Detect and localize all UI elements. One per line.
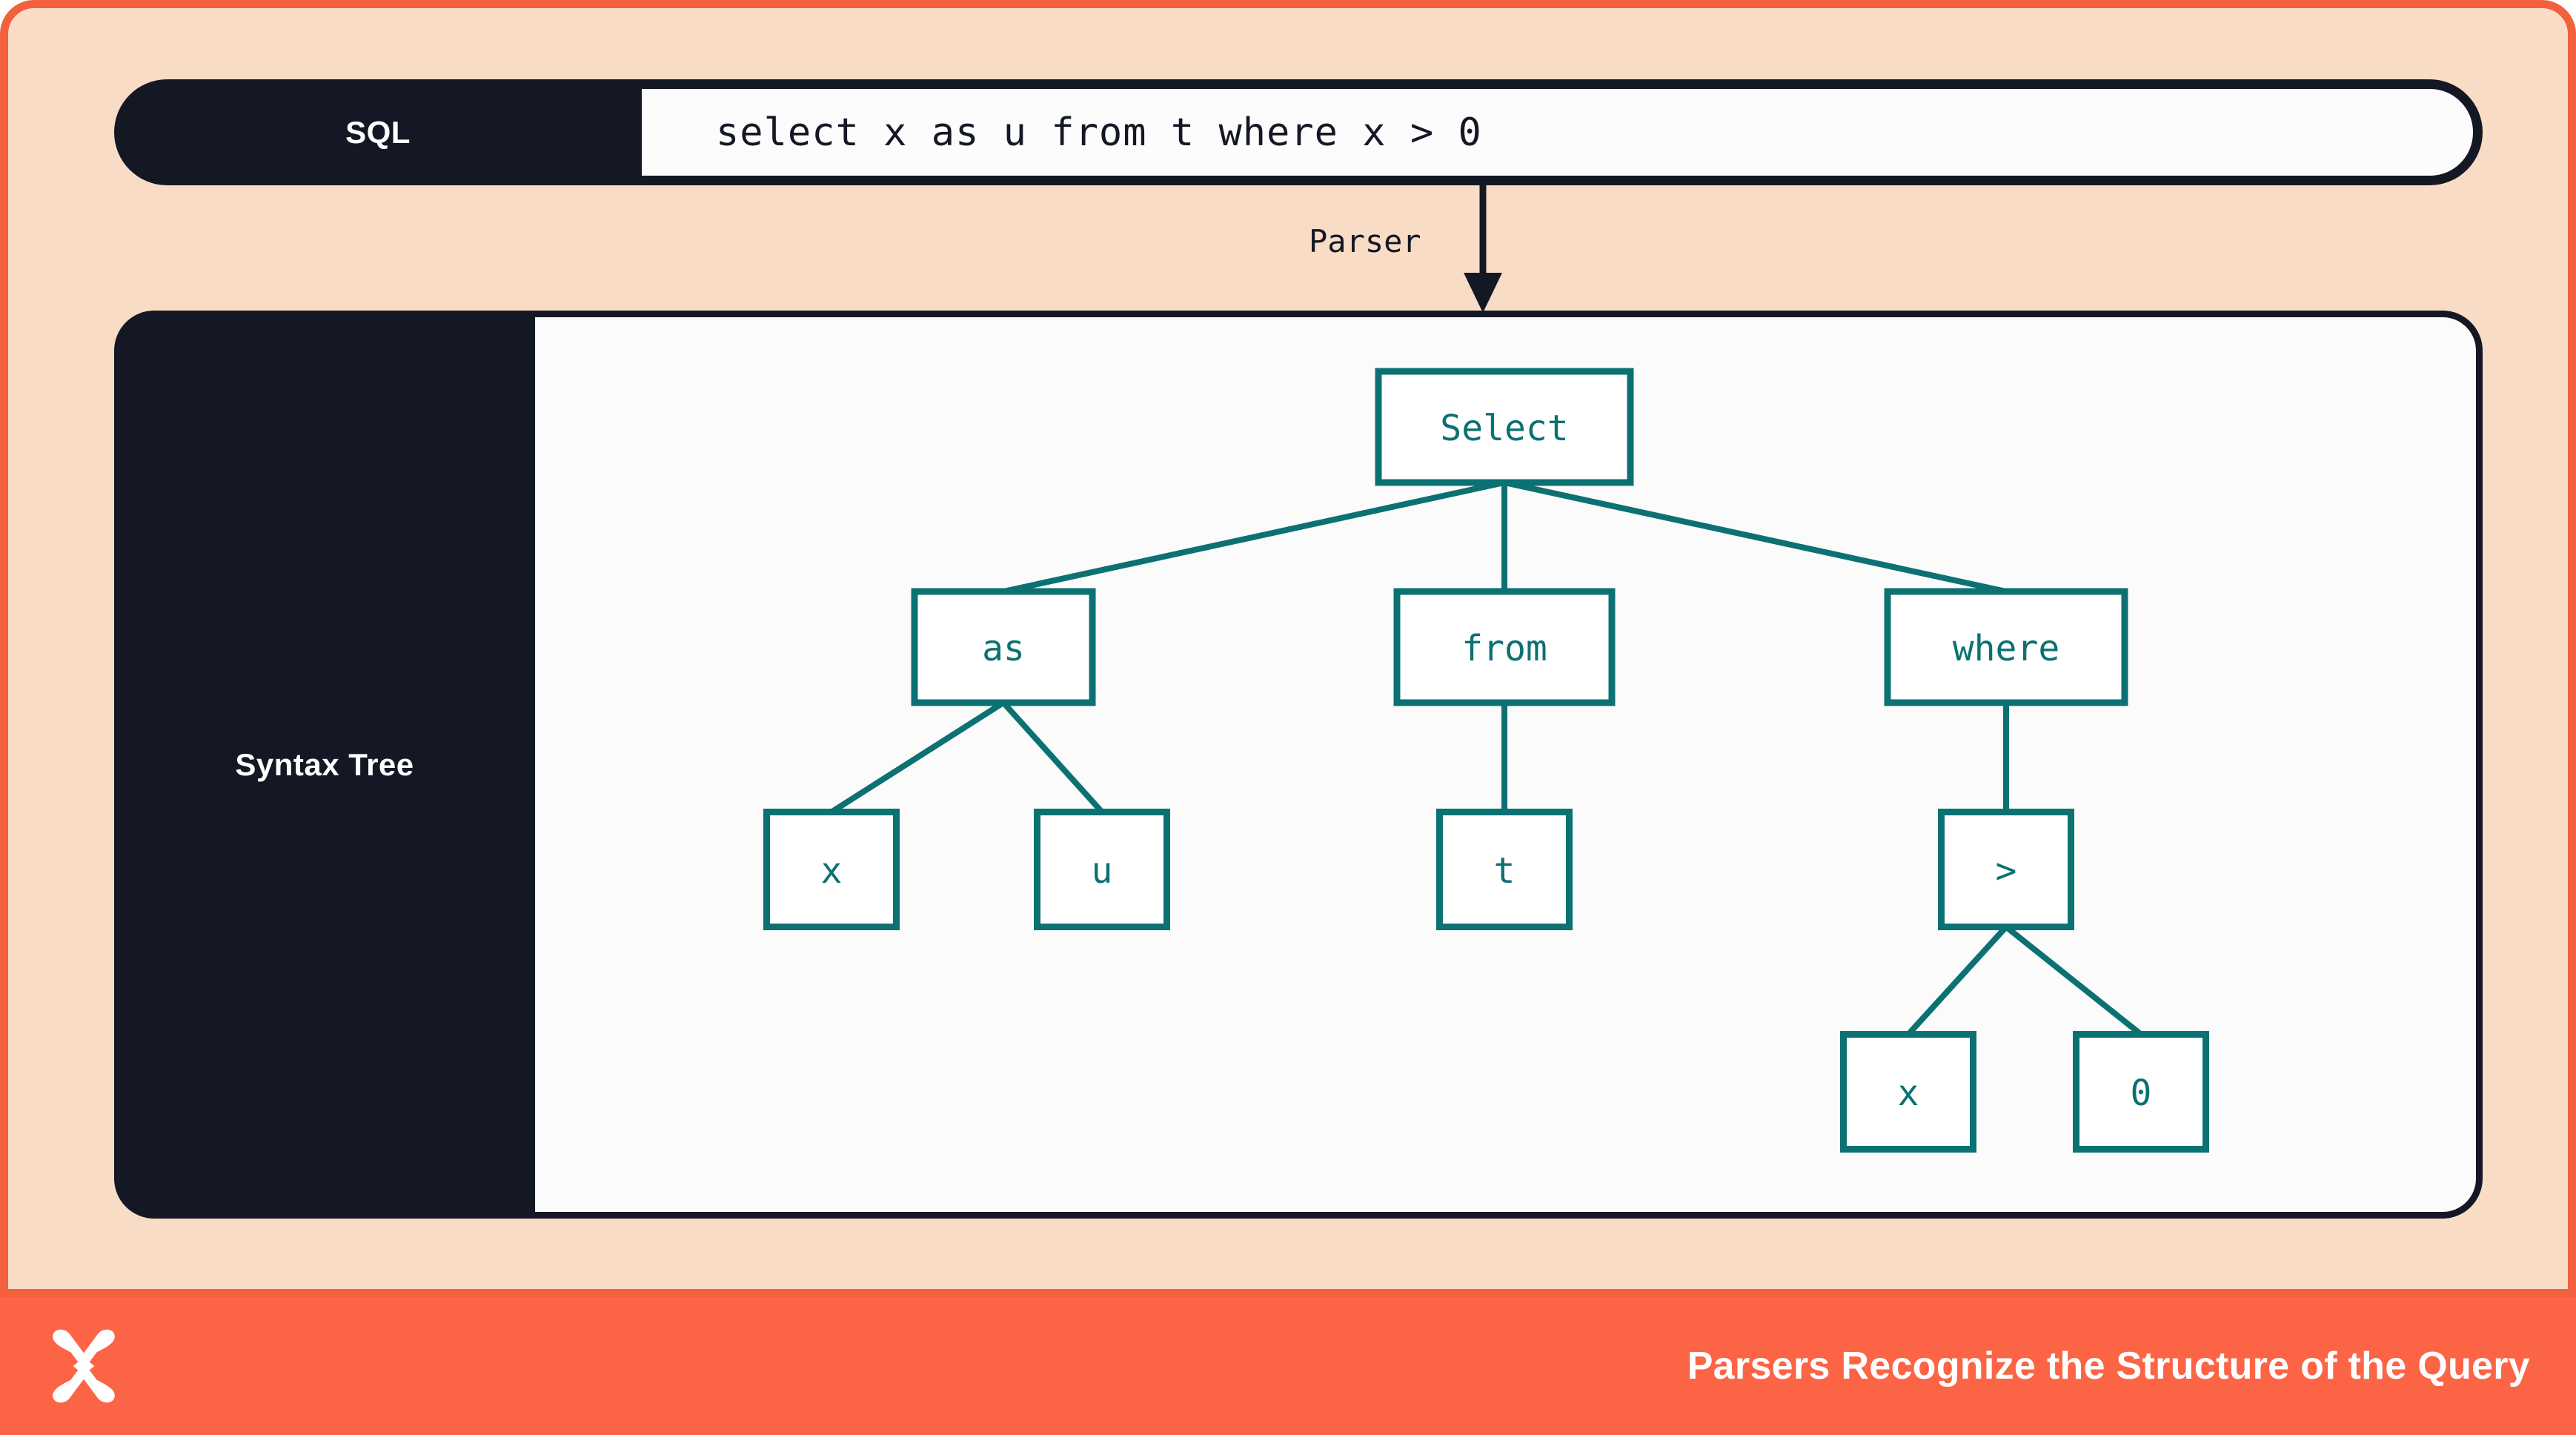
tree-node[interactable]: from [1393,588,1616,706]
tree-node-label: u [1092,850,1113,892]
tree-node-box [1436,809,1573,930]
tree-node[interactable]: where [1884,588,2128,706]
tree-node-label: 0 [2131,1073,2152,1114]
tree-edge [829,700,1006,815]
tree-node-box [763,809,900,930]
tree-node-box [1884,588,2128,706]
tree-node[interactable]: t [1436,809,1573,930]
tree-node-label: t [1494,850,1516,892]
tree-node-label: as [982,628,1025,669]
tree-node-label: x [1898,1073,1919,1114]
tree-node-box [1840,1031,1976,1153]
tree-edge [1003,480,1505,594]
syntax-tree-panel: Syntax Tree Select as from where x u t > x 0 [114,311,2483,1219]
tree-node-box [1393,588,1616,706]
tree-node[interactable]: as [911,588,1096,706]
tree-node-box [1034,809,1170,930]
footer-bar: Parsers Recognize the Structure of the Q… [0,1297,2576,1435]
syntax-tree-graph: Select as from where x u t > x 0 [763,368,2209,1153]
tree-node[interactable]: > [1938,809,2074,930]
sql-label: SQL [345,114,411,150]
tree-edge [1504,480,2007,594]
tree-edge-layer [829,480,2143,1037]
tree-node[interactable]: x [763,809,900,930]
sql-bar: SQL select x as u from t where x > 0 [114,79,2483,185]
sql-query-text: select x as u from t where x > 0 [716,110,1482,155]
tree-node-label: from [1461,628,1547,669]
sql-query-input[interactable]: select x as u from t where x > 0 [642,89,2473,176]
tree-node-box [1375,368,1634,486]
tree-node-label: x [821,850,843,892]
tree-node-box [1938,809,2074,930]
syntax-tree-canvas: Select as from where x u t > x 0 [535,311,2483,1219]
tree-edge [2004,924,2143,1037]
tree-edge [1001,700,1104,815]
outer-frame: SQL select x as u from t where x > 0 Par… [0,0,2576,1297]
tree-node-box [2073,1031,2209,1153]
tree-node-label: where [1953,628,2060,669]
tree-node-layer: Select as from where x u t > x 0 [763,368,2209,1153]
tree-node[interactable]: Select [1375,368,1634,486]
tree-node-label: Select [1440,408,1568,449]
tree-node[interactable]: u [1034,809,1170,930]
footer-caption: Parsers Recognize the Structure of the Q… [1687,1345,2530,1388]
syntax-tree-label: Syntax Tree [235,746,414,782]
tree-node-box [911,588,1096,706]
parser-label: Parser [1309,223,1421,259]
tree-node-label: > [1996,850,2017,892]
tree-edge [1906,924,2008,1037]
arrow-down-icon [1464,185,1502,313]
butterfly-x-logo-icon [53,1329,115,1403]
tree-node[interactable]: 0 [2073,1031,2209,1153]
syntax-tree-sidebar: Syntax Tree [114,311,535,1219]
tree-node[interactable]: x [1840,1031,1976,1153]
